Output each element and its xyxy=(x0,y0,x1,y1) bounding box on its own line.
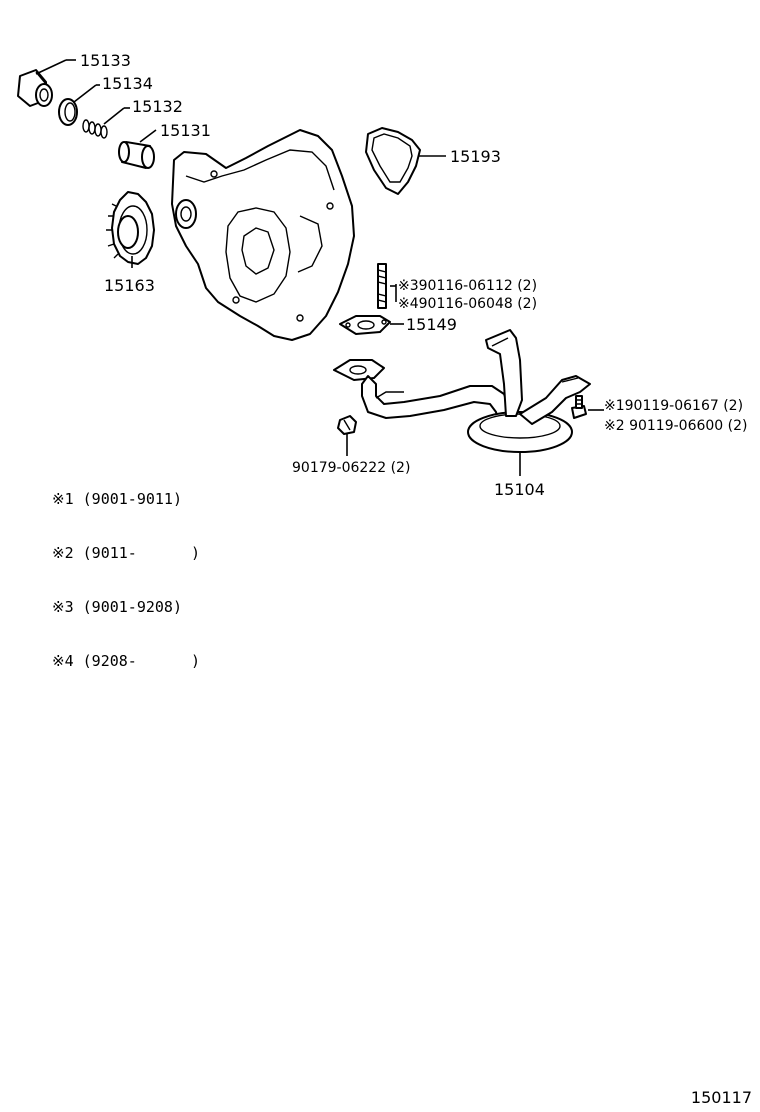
gasket-15193 xyxy=(365,127,421,195)
applicability-legend: ※1 (9001-9011) ※2 (9011- ) ※3 (9001-9208… xyxy=(52,454,200,688)
label-bolt-b: ※2 90119-06600 (2) xyxy=(604,418,748,434)
label-stud-a: ※390116-06112 (2) xyxy=(398,278,537,294)
label-15131: 15131 xyxy=(160,121,211,140)
gasket-15149 xyxy=(339,315,391,335)
bolt xyxy=(571,395,587,419)
legend-item: ※4 (9208- ) xyxy=(52,652,201,670)
nut xyxy=(337,415,357,435)
leader-15134 xyxy=(73,84,97,103)
label-bolt-a: ※190119-06167 (2) xyxy=(604,398,743,414)
label-15149: 15149 xyxy=(406,315,457,334)
oil-strainer-15104 xyxy=(333,329,591,453)
gear-15163 xyxy=(106,191,155,265)
label-15132: 15132 xyxy=(132,97,183,116)
label-nut: 90179-06222 (2) xyxy=(292,460,410,476)
stud-bolt xyxy=(377,263,387,309)
ring-15134 xyxy=(58,98,78,126)
label-stud-b: ※490116-06048 (2) xyxy=(398,296,537,312)
diagram-id: 150117 xyxy=(690,1088,752,1107)
label-15163: 15163 xyxy=(104,276,155,295)
leader-15133 xyxy=(35,59,67,75)
spring-15132 xyxy=(82,119,108,139)
label-15104: 15104 xyxy=(494,480,545,499)
plug-15133 xyxy=(17,69,53,107)
legend-item: ※2 (9011- ) xyxy=(52,544,201,562)
label-15133: 15133 xyxy=(80,51,131,70)
leader-15132 xyxy=(103,107,125,125)
label-15134: 15134 xyxy=(102,74,153,93)
legend-item: ※3 (9001-9208) xyxy=(52,598,182,616)
oil-pump-housing xyxy=(171,129,355,341)
legend-item: ※1 (9001-9011) xyxy=(52,490,182,508)
valve-15131 xyxy=(118,141,155,169)
label-15193: 15193 xyxy=(450,147,501,166)
leader-15131 xyxy=(139,129,157,143)
